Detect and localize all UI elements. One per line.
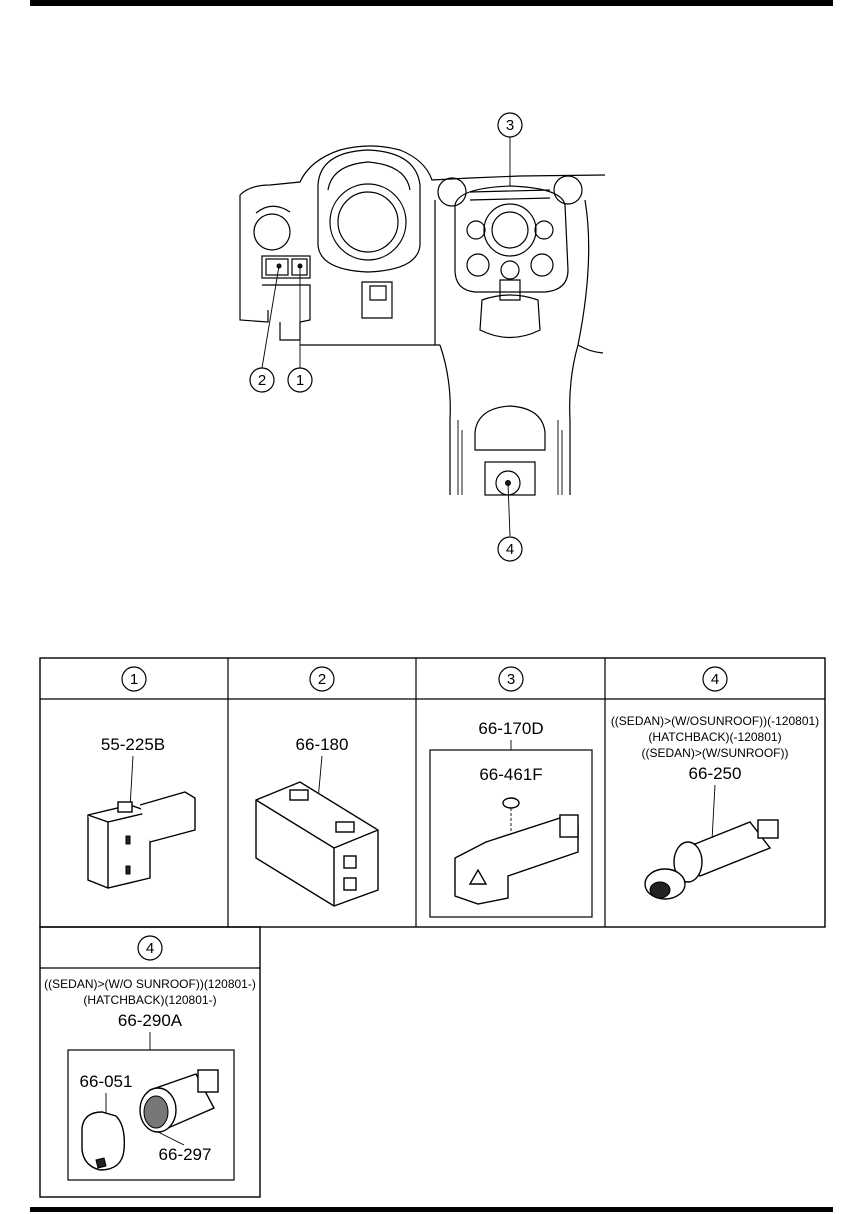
cell-2-part: 66-180: [255, 735, 379, 907]
callout-4: 4: [497, 536, 523, 562]
table-header-4b: 4: [137, 935, 163, 961]
assembly-number: 66-170D: [478, 719, 543, 738]
applicability-note: ((SEDAN)>(W/O SUNROOF))(120801-): [44, 977, 256, 991]
table-header-1: 1: [121, 666, 147, 692]
cell-4b-part: ((SEDAN)>(W/O SUNROOF))(120801-) (HATCHB…: [44, 977, 256, 1181]
part-number: 66-461F: [479, 765, 542, 784]
cell-3-part: 66-170D 66-461F: [429, 719, 593, 918]
bottom-rule: [30, 1207, 833, 1212]
header-number: 3: [507, 671, 515, 688]
header-number: 1: [130, 671, 138, 688]
header-number: 2: [318, 671, 326, 688]
callout-number: 2: [258, 372, 266, 389]
assembly-box: [429, 749, 593, 918]
part-number: 66-051: [80, 1072, 133, 1091]
applicability-note: ((SEDAN)>(W/OSUNROOF))(-120801): [611, 714, 819, 728]
table-header-4: 4: [702, 666, 728, 692]
top-rule: [30, 0, 833, 6]
dashboard-illustration: [239, 145, 606, 496]
applicability-note: ((SEDAN)>(W/SUNROOF)): [642, 746, 789, 760]
part-number: 66-250: [689, 764, 742, 783]
header-number: 4: [146, 940, 154, 957]
callout-3: 3: [497, 112, 523, 138]
part-number: 66-297: [159, 1145, 212, 1164]
assembly-box: [67, 1049, 235, 1181]
applicability-note: (HATCHBACK)(-120801): [648, 730, 781, 744]
callout-number: 1: [296, 372, 304, 389]
callout-number: 3: [506, 117, 514, 134]
cell-1-part: 55-225B: [87, 735, 196, 889]
assembly-number: 66-290A: [118, 1011, 183, 1030]
cell-4-part: ((SEDAN)>(W/OSUNROOF))(-120801) (HATCHBA…: [611, 714, 819, 900]
callout-number: 4: [506, 541, 514, 558]
callout-2: 2: [249, 367, 275, 393]
header-number: 4: [711, 671, 719, 688]
applicability-note: (HATCHBACK)(120801-): [83, 993, 216, 1007]
table-header-2: 2: [309, 666, 335, 692]
callout-leaders: [261, 137, 511, 537]
part-number: 66-180: [296, 735, 349, 754]
parts-table-grid: [39, 657, 826, 1198]
table-header-3: 3: [498, 666, 524, 692]
part-number: 55-225B: [101, 735, 165, 754]
callout-1: 1: [287, 367, 313, 393]
